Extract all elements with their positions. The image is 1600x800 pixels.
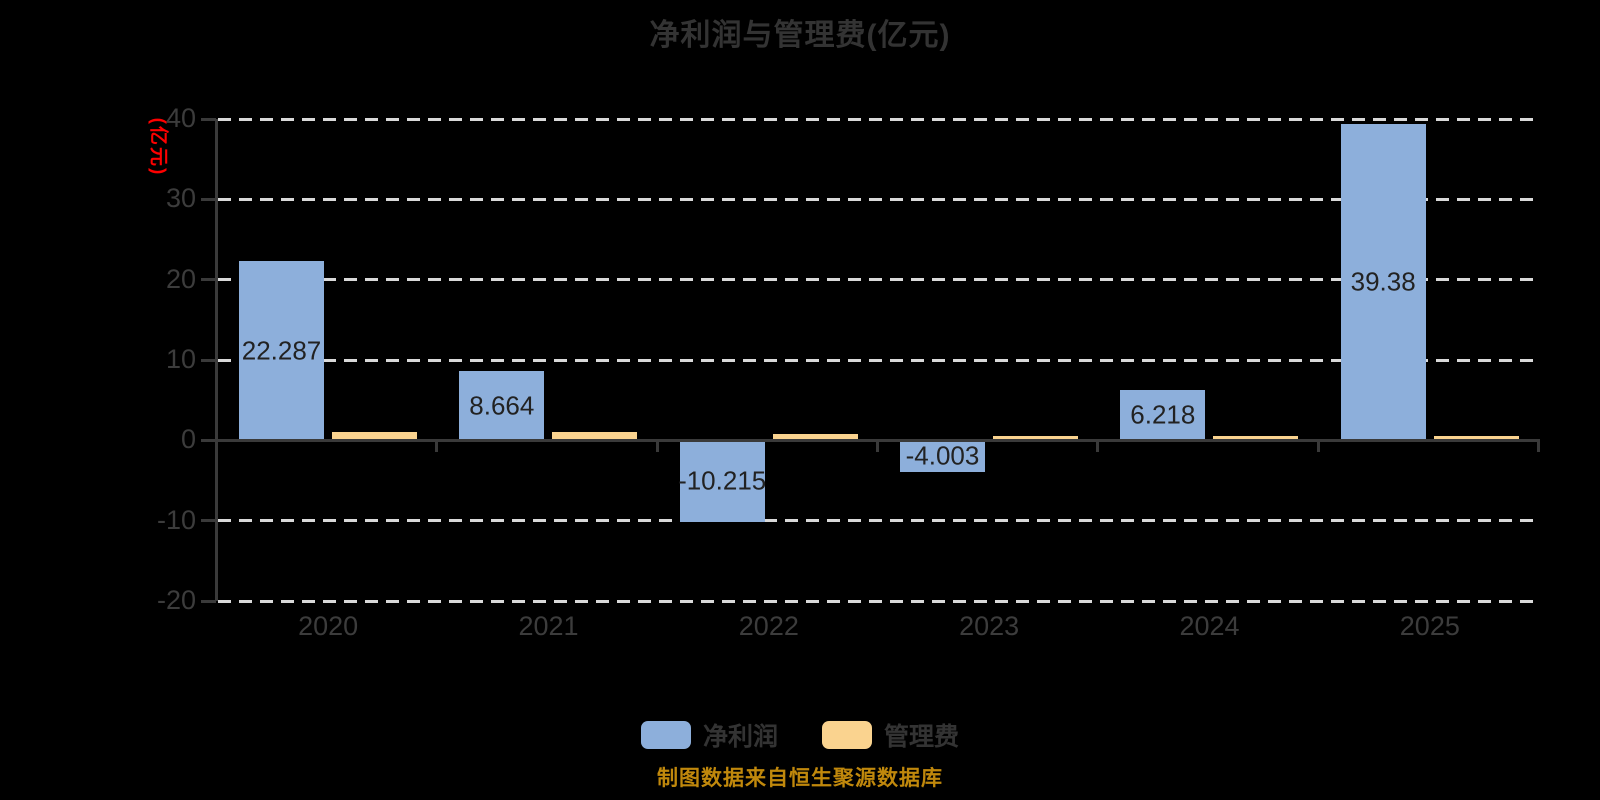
- y-axis-tick--10: [201, 519, 216, 523]
- chart-title: 净利润与管理费(亿元): [649, 19, 951, 52]
- x-axis-category-2020: 2020: [298, 611, 359, 641]
- x-axis-tick-4: [1096, 440, 1100, 453]
- x-axis-tick-6: [1537, 440, 1540, 453]
- x-axis-category-2024: 2024: [1179, 611, 1240, 641]
- bar-management-fee-2020[interactable]: [332, 432, 417, 441]
- bar-value-label-net-profit-2022: -10.215: [678, 465, 767, 496]
- legend-item-net-profit[interactable]: 净利润: [640, 717, 778, 753]
- bar-management-fee-2023[interactable]: [993, 435, 1078, 441]
- x-axis-category-2023: 2023: [959, 611, 1020, 641]
- legend-item-management-fee[interactable]: 管理费: [822, 717, 959, 753]
- x-axis-tick-5: [1316, 440, 1320, 453]
- bar-management-fee-2024[interactable]: [1213, 436, 1299, 441]
- legend-swatch-net-profit: [640, 721, 691, 749]
- gridline--10: [218, 519, 1540, 523]
- gridline--20: [218, 599, 1540, 603]
- bar-management-fee-2025[interactable]: [1433, 435, 1519, 441]
- x-axis-tick-1: [435, 440, 439, 453]
- y-axis-label--20: -20: [156, 584, 196, 615]
- legend-label-management-fee: 管理费: [884, 723, 960, 751]
- bar-management-fee-2022[interactable]: [772, 433, 858, 441]
- legend-label-net-profit: 净利润: [702, 723, 778, 751]
- bar-net-profit-2021[interactable]: 8.664: [459, 370, 545, 441]
- bar-value-label-net-profit-2025: 39.38: [1350, 266, 1416, 297]
- x-axis-line: [218, 438, 1540, 442]
- x-axis-tick-3: [876, 440, 879, 453]
- gridline-10: [218, 358, 1540, 362]
- bar-value-label-net-profit-2021: 8.664: [469, 390, 535, 421]
- y-axis-tick--20: [201, 599, 216, 603]
- y-axis-label-40: 40: [165, 102, 196, 133]
- y-axis-tick-40: [201, 117, 216, 121]
- bar-net-profit-2023[interactable]: -4.003: [900, 440, 985, 473]
- y-axis-label-0: 0: [180, 424, 196, 455]
- y-axis-label-30: 30: [165, 183, 196, 214]
- bar-value-label-net-profit-2024: 6.218: [1130, 399, 1196, 430]
- x-axis-tick-2: [655, 440, 659, 453]
- y-axis-label-20: 20: [165, 263, 196, 294]
- y-axis-tick-10: [201, 358, 216, 362]
- bar-net-profit-2025[interactable]: 39.38: [1340, 123, 1426, 441]
- gridline-40: [218, 117, 1540, 121]
- y-axis-label-10: 10: [165, 343, 196, 374]
- x-axis-category-2025: 2025: [1399, 611, 1460, 641]
- x-axis-category-2022: 2022: [738, 611, 799, 641]
- bar-net-profit-2020[interactable]: 22.287: [239, 261, 324, 441]
- plot-area: 40 30 20 10 0 -10 -20 22.287 2020 8.664 2021 -10.21…: [157, 104, 1540, 641]
- y-axis-tick-0: [201, 438, 216, 442]
- y-axis-tick-20: [201, 278, 216, 282]
- data-source-note: 制图数据来自恒生聚源数据库: [657, 767, 943, 790]
- y-axis-tick-30: [201, 197, 216, 201]
- bar-net-profit-2022[interactable]: -10.215: [678, 440, 767, 523]
- bar-management-fee-2021[interactable]: [552, 432, 638, 441]
- gridline-20: [218, 278, 1540, 282]
- x-axis-category-2021: 2021: [518, 611, 579, 641]
- bar-value-label-net-profit-2020: 22.287: [241, 335, 322, 366]
- bar-net-profit-2024[interactable]: 6.218: [1120, 390, 1206, 441]
- bar-value-label-net-profit-2023: -4.003: [905, 440, 980, 471]
- y-axis-label--10: -10: [156, 504, 196, 535]
- legend-swatch-management-fee: [822, 721, 872, 749]
- gridline-30: [218, 197, 1540, 201]
- legend: 净利润 管理费: [0, 717, 1600, 753]
